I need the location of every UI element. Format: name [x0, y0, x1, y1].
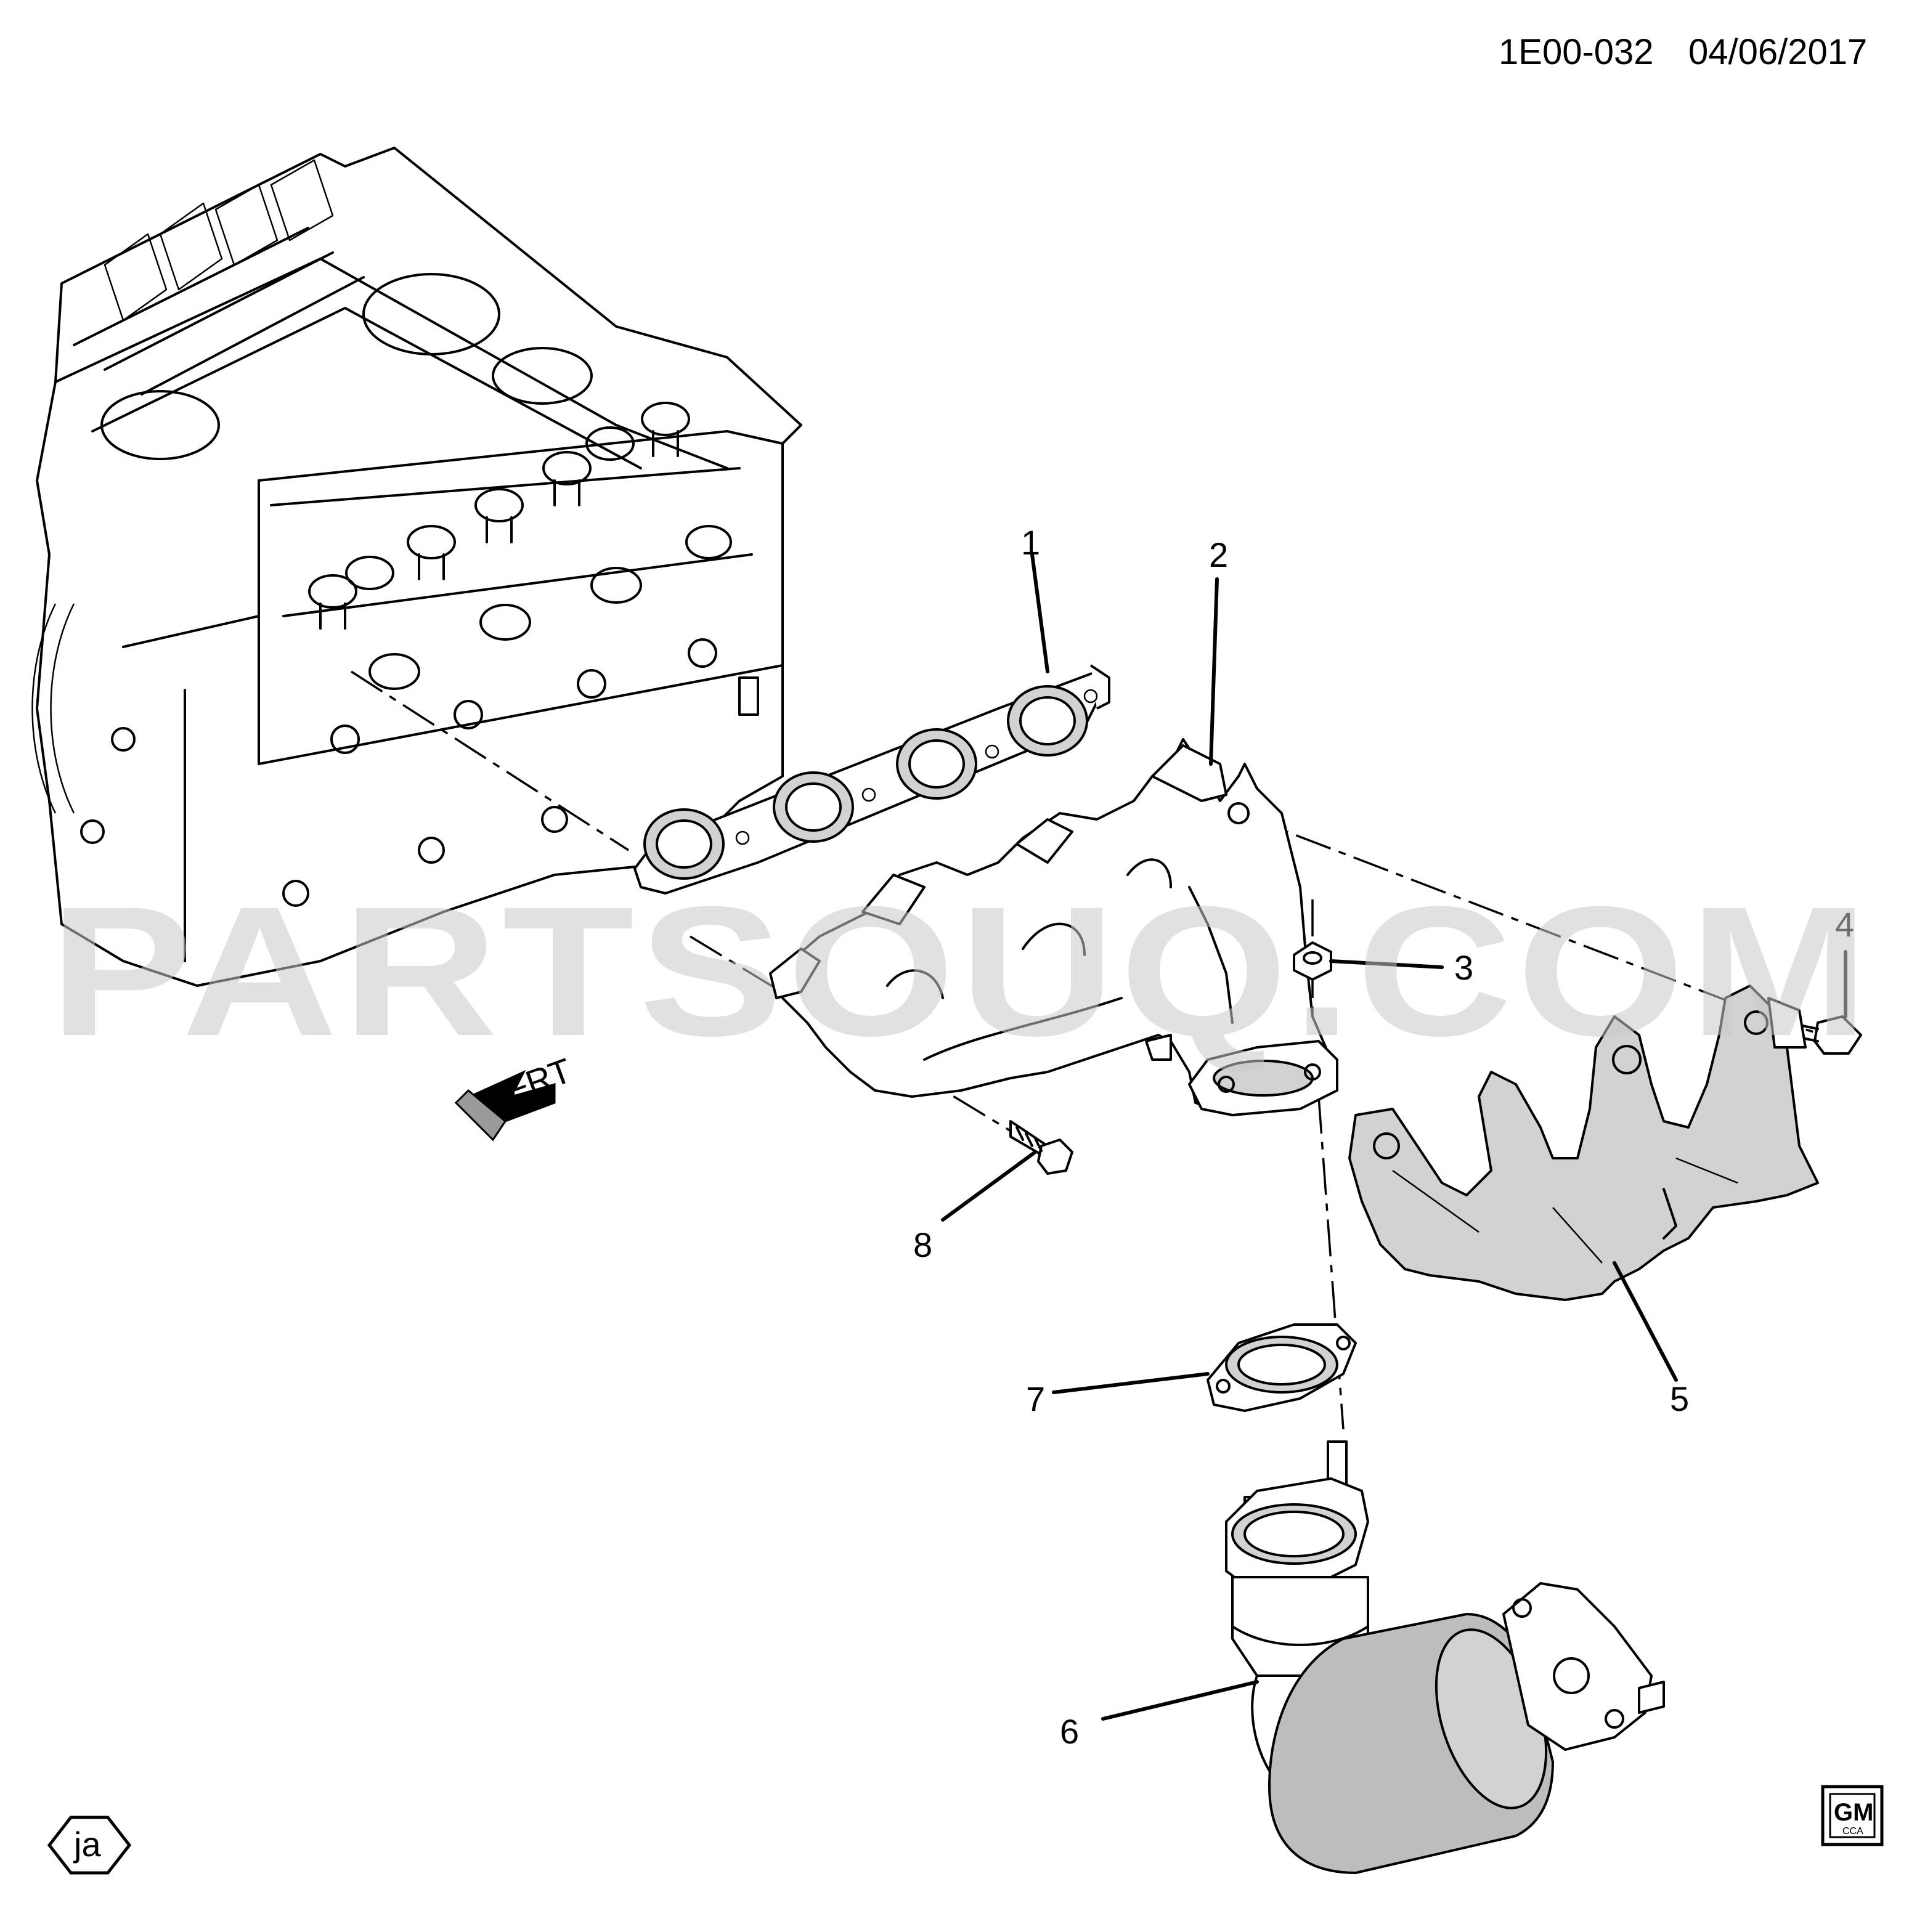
gm-logo-subtext: CCA — [1842, 1826, 1863, 1837]
part-3-nut — [1293, 941, 1332, 981]
callout-5: 5 — [1670, 1379, 1689, 1418]
part-8-bolt — [1009, 1120, 1073, 1175]
engine-block — [31, 147, 802, 987]
part-4-bolt — [1786, 1015, 1862, 1055]
gm-logo-icon: GM CCA — [1821, 1785, 1884, 1846]
watermark: PARTSOUQ.COM — [49, 867, 1873, 1074]
language-badge-icon: ja — [47, 1816, 132, 1875]
part-5-heat-shield — [1348, 984, 1819, 1301]
diagram-date: 04/06/2017 — [1688, 32, 1867, 72]
callout-8: 8 — [913, 1225, 932, 1264]
callout-labels: 1 2 3 4 5 6 7 8 — [913, 523, 1854, 1751]
callout-2: 2 — [1209, 535, 1228, 574]
callout-1: 1 — [1021, 523, 1040, 562]
language-badge-text: ja — [73, 1825, 101, 1864]
gm-logo-text: GM — [1834, 1799, 1873, 1826]
diagram-code: 1E00-032 — [1499, 32, 1654, 72]
part-6-catalytic-converter — [1225, 1440, 1665, 1874]
callout-4: 4 — [1835, 905, 1854, 944]
callout-6: 6 — [1060, 1712, 1079, 1751]
callout-3: 3 — [1454, 948, 1473, 987]
callout-7: 7 — [1026, 1379, 1045, 1418]
part-1-manifold-gasket — [633, 664, 1110, 895]
part-7-flange-gasket — [1207, 1323, 1357, 1412]
leader-lines — [941, 553, 1847, 1721]
part-2-exhaust-manifold — [769, 738, 1338, 1116]
